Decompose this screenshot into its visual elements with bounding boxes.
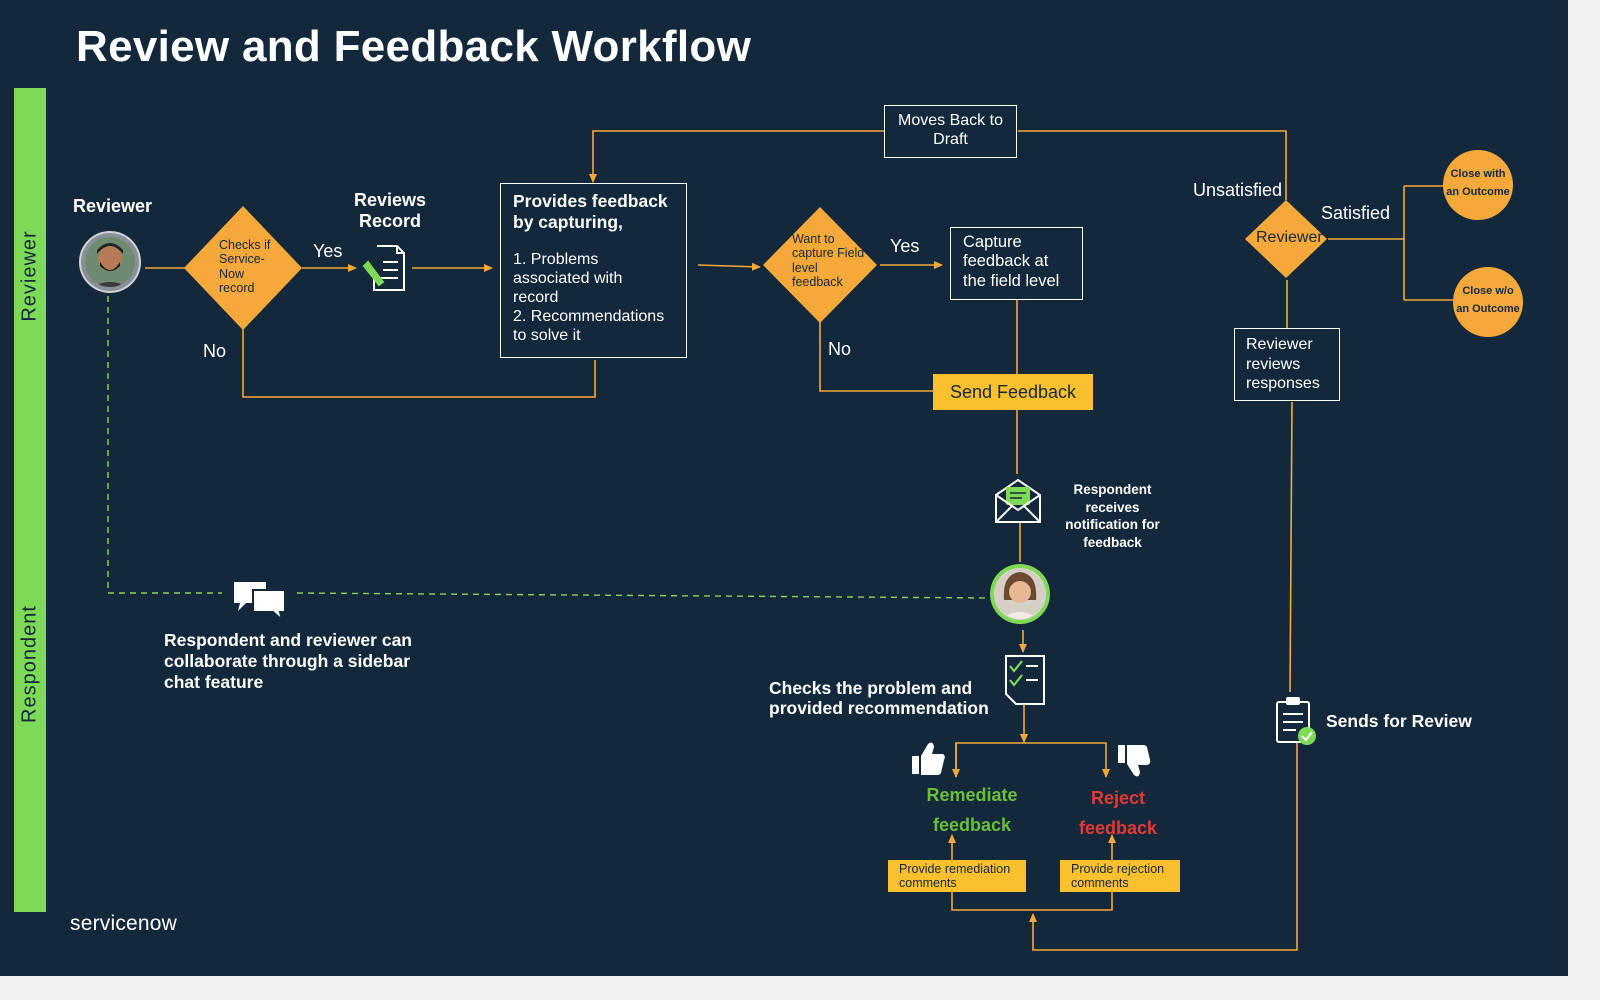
checks-problem-text: Checks the problem and provided recommen… — [769, 678, 989, 719]
moves-back-draft-box: Moves Back to Draft — [884, 105, 1017, 158]
edge-label-no-1: No — [203, 341, 227, 361]
edge-split-remediate — [955, 742, 1110, 778]
decision-reviewer-text: Reviewer — [1256, 229, 1323, 246]
checklist-icon — [1005, 655, 1045, 705]
lane-label-reviewer: Reviewer — [18, 230, 41, 322]
feedback-heading: Provides feedback by capturing, — [513, 191, 668, 233]
lane-bar-respondent — [14, 428, 46, 912]
edge-label-unsatisfied: Unsatisfied — [1193, 180, 1283, 200]
close-without-outcome-text: Close w/o an Outcome — [1456, 285, 1520, 315]
edge-feedback-decision — [697, 262, 761, 271]
thumbs-down-icon — [1118, 745, 1151, 777]
edge-label-no-2: No — [828, 339, 852, 359]
notification-text: Respondent receives notification for fee… — [1065, 482, 1160, 550]
lane-label-respondent: Respondent — [18, 605, 41, 723]
thumbs-up-icon — [912, 742, 945, 775]
slide: Review and Feedback Workflow — [0, 0, 1568, 976]
decision-servicenow — [184, 206, 302, 330]
edge-no-loop — [242, 328, 596, 398]
remediate-feedback-label: Remediate feedback — [926, 785, 1018, 835]
reviewer-reviews-box: Reviewer reviews responses — [1234, 328, 1340, 401]
connectors — [145, 130, 1457, 951]
clipboard-check-icon — [1276, 697, 1316, 745]
collab-text: Respondent and reviewer can collaborate … — [164, 630, 412, 692]
edge-responses-sends — [1289, 401, 1293, 693]
reject-feedback-label: Reject feedback — [1078, 788, 1158, 838]
collab-dashed-line — [107, 296, 222, 594]
edge-no-send — [819, 322, 933, 392]
edge-label-satisfied: Satisfied — [1321, 203, 1391, 223]
decision-reviewer — [1245, 200, 1327, 278]
edge-label-yes-1: Yes — [313, 241, 343, 261]
decision-servicenow-text: Checks if Service- Now record — [219, 238, 271, 296]
reviews-record-label: Reviews Record — [353, 190, 427, 232]
lane-bar-reviewer — [14, 88, 46, 428]
reviewer-actor-label: Reviewer — [73, 196, 153, 216]
capture-field-box: Capture feedback at the field level — [950, 227, 1083, 300]
document-edit-icon — [362, 245, 405, 291]
reviewer-avatar-icon — [79, 231, 141, 293]
provide-remediation-box: Provide remediation comments — [888, 860, 1026, 892]
provide-rejection-box: Provide rejection comments — [1060, 860, 1180, 892]
respondent-avatar-icon — [990, 564, 1050, 624]
flow-diagram — [14, 88, 1523, 951]
edge-label-yes-2: Yes — [890, 236, 920, 256]
decision-field-text: Want to capture Field level feedback — [792, 232, 865, 290]
close-with-outcome-text: Close with an Outcome — [1446, 168, 1510, 198]
feedback-items: 1. Problems associated with record 2. Re… — [513, 250, 665, 345]
sends-for-review-label: Sends for Review — [1326, 711, 1472, 731]
edge-draft-feedback — [589, 130, 884, 183]
send-feedback-box: Send Feedback — [933, 374, 1093, 410]
chat-icon — [234, 582, 286, 623]
close-without-outcome-circle — [1453, 267, 1523, 337]
edge-unsatisfied-back — [1018, 130, 1287, 200]
collab-dashed-line-2 — [296, 592, 991, 599]
envelope-icon — [995, 478, 1041, 523]
page-title: Review and Feedback Workflow — [76, 22, 752, 71]
servicenow-logo: servicenow — [70, 912, 178, 935]
close-with-outcome-circle — [1443, 150, 1513, 220]
provides-feedback-box: Provides feedback by capturing, 1. Probl… — [500, 183, 687, 358]
edge-sends-review-return — [1029, 742, 1298, 951]
edge-comments-merge — [951, 892, 1113, 911]
decision-field-level — [763, 207, 877, 323]
